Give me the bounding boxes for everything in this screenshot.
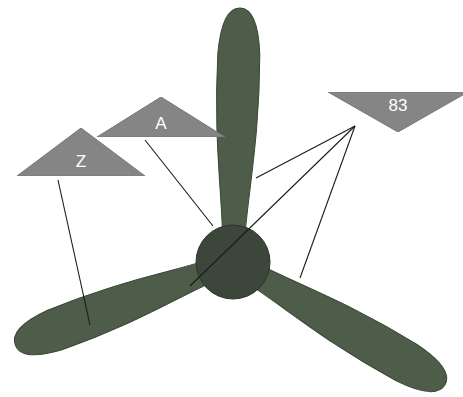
callout-triangle: 83 [328, 92, 463, 132]
leader-line [145, 140, 213, 226]
callout-label: 83 [328, 97, 463, 114]
callout-label: Z [17, 153, 145, 170]
propeller-blade [212, 8, 261, 238]
propeller-blade [8, 251, 218, 365]
triangle-shape [97, 97, 225, 137]
triangle-shape [328, 92, 463, 132]
leader-line [256, 126, 355, 178]
leader-line [58, 180, 90, 325]
leader-line [300, 126, 355, 278]
propeller-hub [196, 225, 270, 299]
callout-label: A [97, 115, 225, 132]
leader-line [190, 126, 355, 286]
propeller-blade [244, 256, 456, 397]
callout-triangle: A [97, 97, 225, 137]
